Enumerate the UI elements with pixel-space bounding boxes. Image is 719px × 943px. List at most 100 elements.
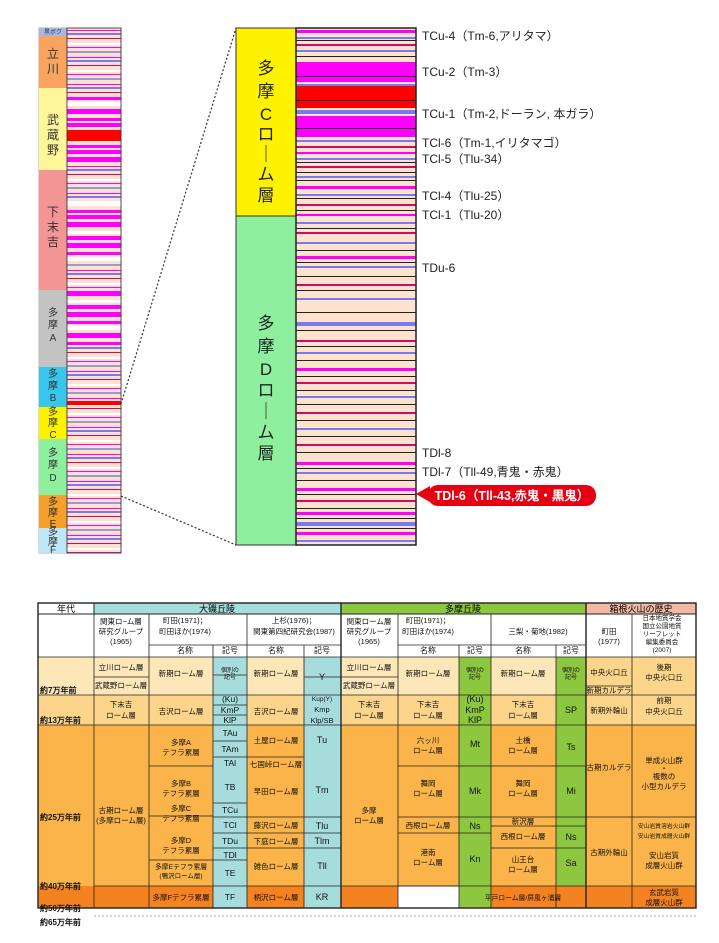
svg-text:TCl: TCl	[223, 820, 236, 830]
left-stripe	[67, 283, 121, 285]
src-geo-2: 国立公園地質	[643, 621, 683, 630]
src-machida-2: 町田ほか(1974)	[159, 627, 211, 636]
left-stripe	[67, 502, 121, 504]
left-stripe	[67, 166, 121, 167]
svg-text:中央火口丘: 中央火口丘	[590, 667, 628, 677]
svg-text:多: 多	[258, 59, 275, 78]
zoom-stripe	[296, 500, 416, 502]
zoom-boundary	[296, 180, 416, 181]
src-machida1977-1: 町田	[602, 627, 617, 636]
label-tamad-3: D	[49, 473, 56, 484]
svg-text:西根ローム層: 西根ローム層	[406, 820, 451, 830]
left-stripe	[67, 257, 121, 261]
left-stripe	[67, 498, 121, 499]
zoom-stripe	[296, 266, 416, 268]
svg-text:・: ・	[660, 764, 668, 773]
svg-text:TAu: TAu	[223, 728, 238, 738]
zoom-boundary	[296, 290, 416, 291]
svg-text:層: 層	[258, 186, 275, 205]
svg-text:舞岡: 舞岡	[516, 778, 531, 788]
label-tamaa-1: 多	[48, 306, 58, 319]
zoom-stripes	[296, 30, 416, 542]
zoom-boundary	[296, 312, 416, 313]
src-uesugi-1: 上杉(1976)；	[272, 615, 316, 625]
zoom-stripe	[296, 222, 416, 224]
zoom-stripe	[296, 116, 416, 137]
svg-text:ム: ム	[258, 165, 275, 184]
zoom-boundary	[296, 40, 416, 41]
svg-text:Sa: Sa	[565, 858, 576, 868]
zoom-stripe	[296, 176, 416, 178]
zoom-stripe	[296, 194, 416, 196]
zoom-boundary	[296, 250, 416, 251]
region-hakone: 箱根火山の歴史	[609, 603, 672, 614]
left-stripe	[67, 352, 121, 353]
svg-text:KmP: KmP	[221, 705, 240, 715]
svg-text:摩: 摩	[258, 337, 275, 356]
marker-tcl4: TCl-4（Tlu-25）	[422, 189, 509, 203]
left-stripe	[67, 210, 121, 213]
left-stripe	[67, 347, 121, 349]
label-shimo-1: 下	[47, 205, 59, 219]
svg-text:SP: SP	[565, 705, 577, 715]
left-stripe	[67, 243, 121, 248]
svg-text:Ns: Ns	[566, 832, 577, 842]
zoom-boundary	[296, 56, 416, 57]
left-stripe	[67, 102, 121, 106]
src-geo-3: リーフレット	[643, 630, 682, 638]
left-stripe	[67, 371, 121, 372]
zoom-stripe	[296, 340, 416, 342]
svg-text:ローム層: ローム層	[354, 816, 384, 825]
seg-tama-f	[39, 528, 67, 553]
marker-tdl6-callout: TDl-6（Tll-43,赤鬼・黒鬼）	[416, 485, 596, 506]
marker-tdl6: TDl-6（Tll-43,赤鬼・黒鬼）	[435, 488, 590, 503]
svg-text:Mk: Mk	[469, 786, 481, 796]
svg-text:安山岩質: 安山岩質	[649, 850, 679, 860]
zoom-stripe	[296, 186, 416, 189]
zoom-boundary	[296, 376, 416, 377]
left-stripe	[67, 179, 121, 181]
zoom-stripe	[296, 158, 416, 160]
left-stripe	[67, 215, 121, 219]
svg-text:下庭ローム層: 下庭ローム層	[254, 836, 299, 846]
left-stripe	[67, 529, 121, 531]
svg-text:Ns: Ns	[470, 821, 481, 831]
left-stripe	[67, 174, 121, 175]
svg-text:立川ローム層: 立川ローム層	[99, 662, 144, 672]
zoom-stripe	[296, 242, 416, 244]
left-stripe	[67, 60, 121, 62]
zoom-boundary	[296, 528, 416, 529]
svg-text:ローム層: ローム層	[354, 711, 384, 720]
left-stripe	[67, 150, 121, 154]
left-stripe	[67, 516, 121, 517]
svg-text:ローム層: ローム層	[508, 789, 538, 798]
left-stripe	[67, 312, 121, 317]
zoom-stripe	[296, 204, 416, 206]
src-machida-t-2: 町田ほか(1974)	[402, 627, 454, 636]
marker-tdl8: TDl-8	[422, 446, 452, 460]
left-stripe	[67, 273, 121, 275]
left-stripe	[67, 123, 121, 127]
zoom-boundary	[296, 346, 416, 347]
label-musashino-1: 武	[47, 113, 59, 127]
svg-text:古期外輪山: 古期外輪山	[590, 847, 628, 857]
left-stripe	[67, 357, 121, 359]
left-stripe	[67, 278, 121, 279]
left-stripe	[67, 440, 121, 442]
left-stripe	[67, 471, 121, 472]
svg-text:多摩A: 多摩A	[171, 737, 191, 747]
marker-tcl5: TCl-5（Tlu-34）	[422, 152, 509, 166]
seg-tachikawa	[39, 36, 67, 88]
svg-text:小型カルデラ: 小型カルデラ	[642, 781, 687, 791]
svg-text:KlP: KlP	[223, 715, 237, 725]
marker-tcl1: TCl-1（Tlu-20）	[422, 208, 509, 222]
svg-text:中央火口丘: 中央火口丘	[645, 672, 683, 682]
zoom-stripe	[296, 86, 416, 108]
zoom-stripe	[296, 166, 416, 168]
zoom-stripe	[296, 44, 416, 46]
left-stripe	[67, 33, 121, 35]
svg-text:新期ローム層: 新期ローム層	[159, 668, 204, 678]
zoom-stripe	[296, 298, 416, 300]
left-stripe	[67, 538, 121, 540]
svg-text:Ts: Ts	[567, 742, 577, 752]
